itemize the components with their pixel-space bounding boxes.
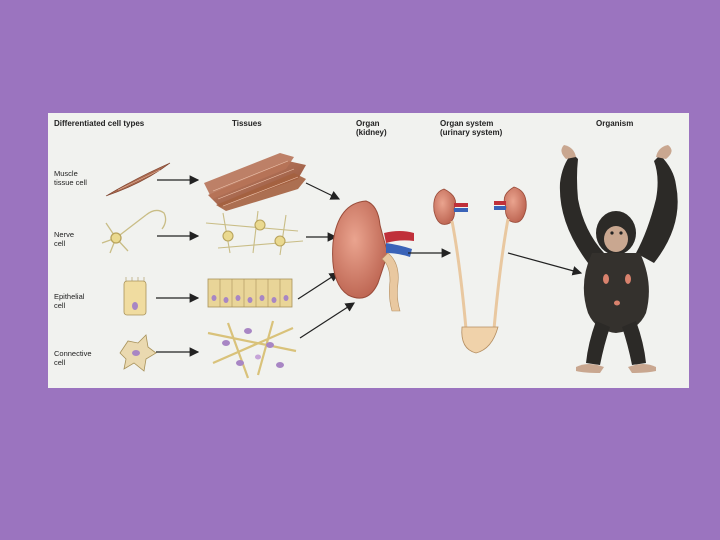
- header-organ-system: Organ system (urinary system): [440, 119, 503, 137]
- levels-of-organization-figure: Differentiated cell types Tissues Organ …: [48, 113, 689, 388]
- muscle-tissue-illustration: [204, 153, 306, 211]
- connective-tissue-illustration: [207, 320, 297, 379]
- chimpanzee-organism-illustration: [559, 145, 678, 373]
- epithelial-cell-illustration: [123, 277, 147, 316]
- label-nerve-cell: Nerve cell: [54, 230, 75, 248]
- nerve-cell-illustration: [101, 209, 167, 254]
- label-muscle-cell: Muscle tissue cell: [54, 169, 87, 187]
- muscle-cell-illustration: [105, 162, 171, 197]
- arrow-muscle-tissue-to-organ: [305, 182, 341, 200]
- arrow-epithelial-tissue-to-organ: [297, 272, 340, 300]
- kidney-organ-illustration: [332, 200, 414, 312]
- label-epithelial-cell: Epithelial cell: [54, 292, 85, 310]
- arrow-system-to-organism: [507, 252, 583, 276]
- connective-cell-illustration: [119, 334, 157, 372]
- label-connective-cell: Connective cell: [54, 349, 92, 367]
- epithelial-tissue-illustration: [207, 278, 293, 308]
- header-cell-types: Differentiated cell types: [54, 119, 145, 128]
- arrow-connective-tissue-to-organ: [299, 302, 356, 339]
- header-tissues: Tissues: [232, 119, 262, 128]
- urinary-system-illustration: [433, 186, 527, 354]
- nerve-tissue-illustration: [205, 210, 304, 256]
- figure-graphics: [101, 145, 678, 379]
- header-organism: Organism: [596, 119, 634, 128]
- header-organ: Organ (kidney): [356, 119, 387, 137]
